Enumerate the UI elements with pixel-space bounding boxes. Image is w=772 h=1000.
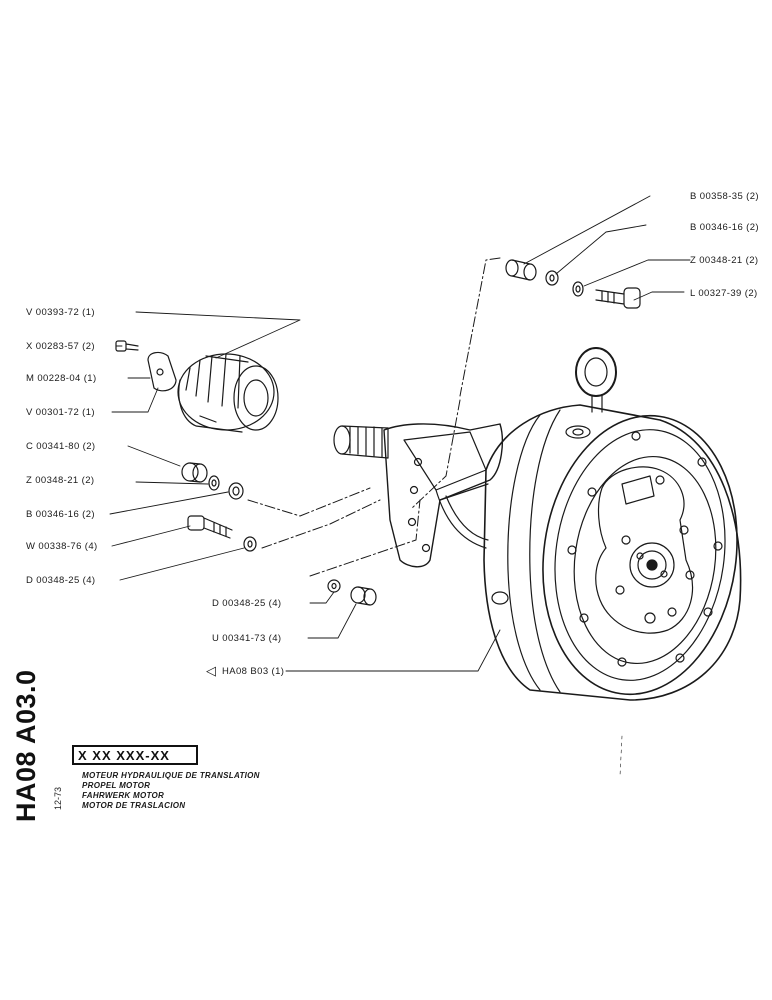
callout-u00341: U 00341-73 (4)	[212, 633, 282, 644]
lock-washer-z00348-left	[208, 475, 220, 491]
splined-shaft	[333, 425, 389, 459]
nut-u00341	[350, 586, 377, 606]
washer-b00346-left	[228, 482, 244, 500]
description-french: MOTEUR HYDRAULIQUE DE TRANSLATION	[82, 771, 260, 780]
description-german: FAHRWERK MOTOR	[82, 791, 165, 800]
reference-arrow: ◁	[206, 663, 216, 678]
drawing-date: 12-73	[53, 786, 63, 810]
callout-z00348-top: Z 00348-21 (2)	[690, 255, 758, 266]
callout-v00301: V 00301-72 (1)	[26, 407, 95, 418]
washer-b00346-top	[545, 270, 559, 286]
callout-x00283: X 00283-57 (2)	[26, 341, 95, 352]
part-number-box: X XX XXX-XX	[72, 745, 198, 765]
callout-l00327: L 00327-39 (2)	[690, 288, 758, 299]
centre-mark	[619, 735, 623, 777]
callout-b00346-top: B 00346-16 (2)	[690, 222, 759, 233]
drive-gear	[177, 353, 279, 433]
callout-c00341: C 00341-80 (2)	[26, 441, 96, 452]
motor-mounting-flange	[383, 423, 503, 568]
callout-b00358: B 00358-35 (2)	[690, 191, 759, 202]
callout-v00393: V 00393-72 (1)	[26, 307, 95, 318]
part-number: X XX XXX-XX	[78, 748, 170, 763]
description-english: PROPEL MOTOR	[82, 781, 151, 790]
propel-motor-body	[483, 347, 742, 701]
callout-labels: B 00358-35 (2) B 00346-16 (2) Z 00348-21…	[26, 191, 759, 678]
washer-d00348-mid	[327, 579, 341, 593]
bolt-w00338	[187, 515, 233, 539]
spacer-b00358	[505, 259, 537, 281]
callout-d00348-left: D 00348-25 (4)	[26, 575, 96, 586]
callout-d00348-mid: D 00348-25 (4)	[212, 598, 282, 609]
leader-lines	[109, 195, 691, 672]
washer-d00348-left	[243, 536, 257, 552]
callout-m00228: M 00228-04 (1)	[26, 373, 97, 384]
lock-washer-z00348-top	[572, 281, 584, 297]
bolt-l00327	[595, 287, 641, 309]
cap-c00341	[181, 462, 208, 483]
assembly-path-lines	[247, 257, 501, 577]
reference-ha08-b03: HA08 B03 (1)	[222, 666, 284, 677]
description-spanish: MOTOR DE TRASLACION	[82, 801, 186, 810]
callout-b00346-left: B 00346-16 (2)	[26, 509, 95, 520]
side-drawing-code: HA08 A03.0	[11, 669, 41, 822]
callout-w00338: W 00338-76 (4)	[26, 541, 98, 552]
retaining-plate	[147, 351, 177, 392]
callout-z00348-left: Z 00348-21 (2)	[26, 475, 94, 486]
